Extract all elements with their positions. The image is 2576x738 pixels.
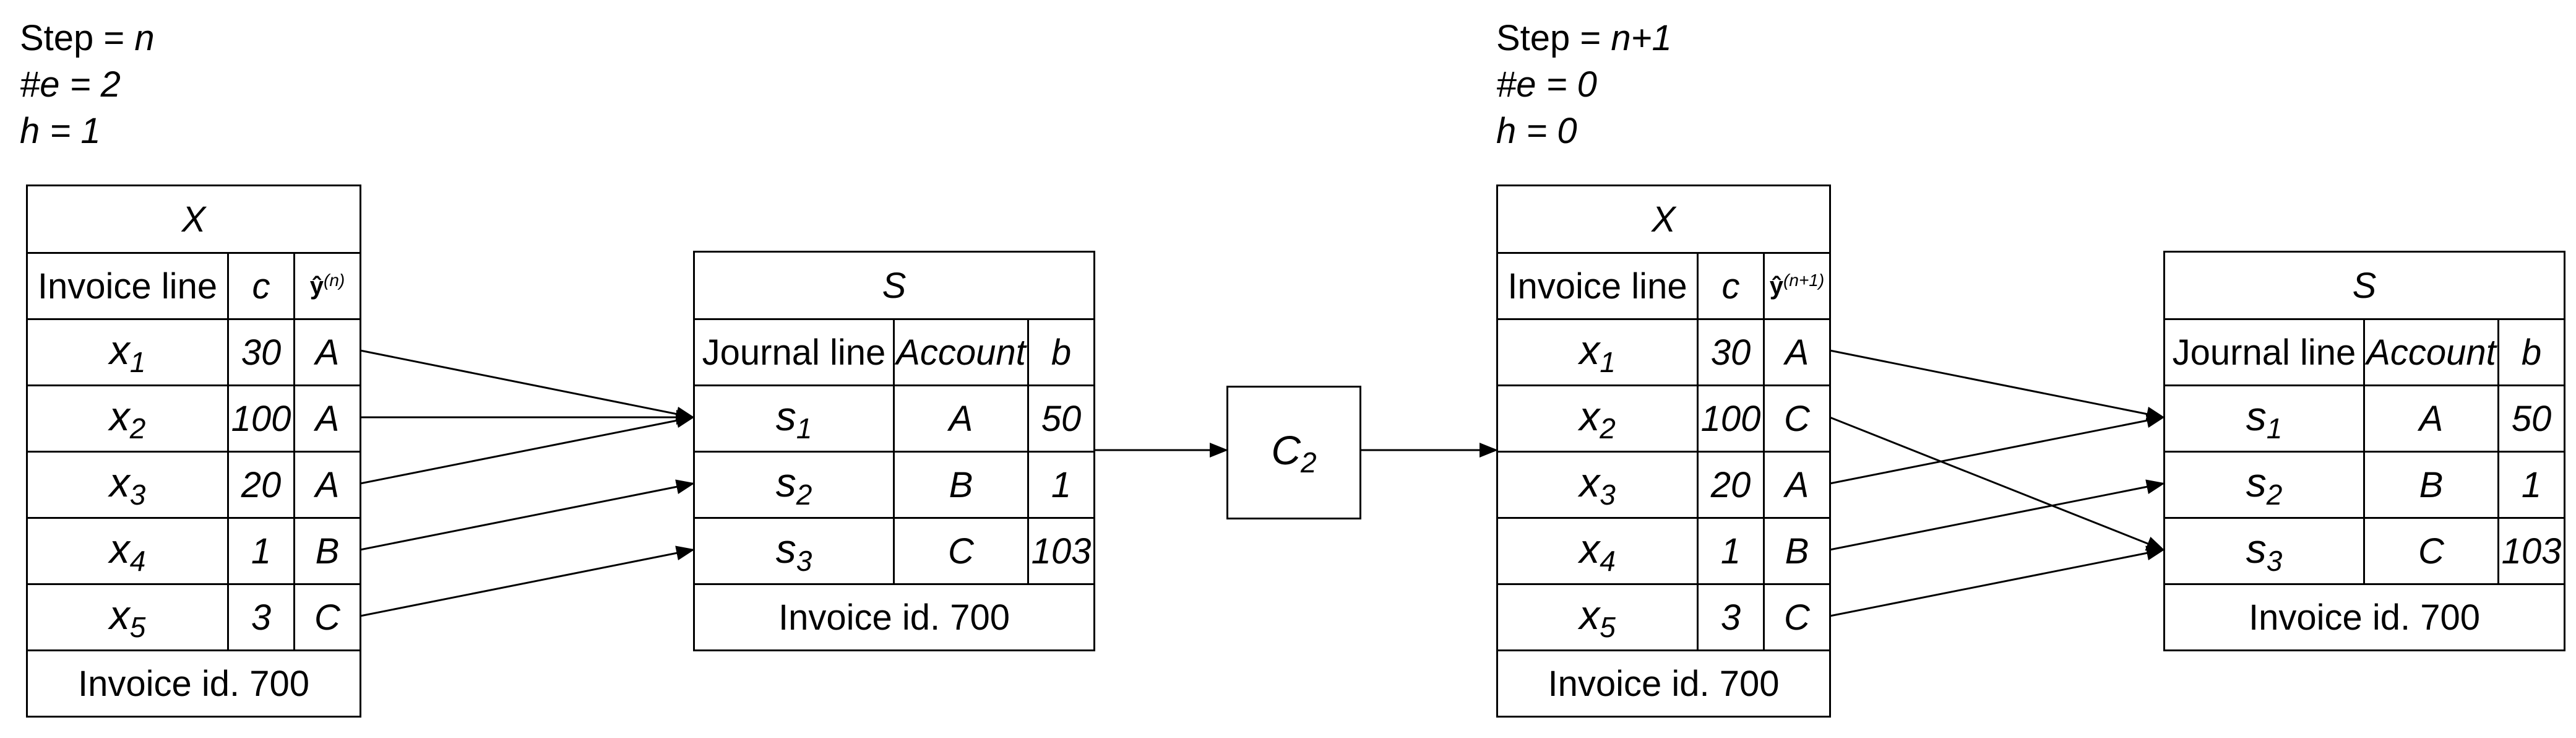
row-account: A xyxy=(2365,386,2499,453)
table-footer: Invoice id. 700 xyxy=(695,585,1095,651)
row-y: A xyxy=(1765,320,1831,386)
row-c: 3 xyxy=(1699,585,1765,651)
row-account: C xyxy=(895,519,1029,585)
edge-left-x1-s1 xyxy=(360,349,695,422)
left-x-table: X Invoice line c ŷ(n) x1 30 A x2 100 A x… xyxy=(26,184,361,718)
row-y: C xyxy=(1765,386,1831,453)
header-c: c xyxy=(1699,254,1765,320)
header-y-hat: ŷ(n) xyxy=(295,254,361,320)
row-b: 103 xyxy=(1029,519,1095,585)
row-c: 100 xyxy=(229,386,295,453)
row-c: 30 xyxy=(229,320,295,386)
edge-right-x4-s2 xyxy=(1829,479,2165,551)
header-journal-line: Journal line xyxy=(2165,320,2365,386)
row-var: s1 xyxy=(695,386,895,453)
c2-label: C2 xyxy=(1271,427,1317,479)
header-invoice-line: Invoice line xyxy=(28,254,229,320)
row-y: B xyxy=(295,519,361,585)
row-y: C xyxy=(295,585,361,651)
row-y: C xyxy=(1765,585,1831,651)
right-errors-line: #e = 0 xyxy=(1496,64,1597,105)
row-var: s2 xyxy=(2165,453,2365,519)
row-b: 50 xyxy=(2499,386,2565,453)
edge-right-x5-s3 xyxy=(1829,545,2165,617)
edge-right-x1-s1 xyxy=(1829,349,2165,422)
row-y: A xyxy=(295,386,361,453)
header-c: c xyxy=(229,254,295,320)
table-footer: Invoice id. 700 xyxy=(28,651,361,718)
header-invoice-line: Invoice line xyxy=(1498,254,1699,320)
row-var: x3 xyxy=(28,453,229,519)
right-s-table: S Journal line Account b s1 A 50 s2 B 1 … xyxy=(2163,251,2565,651)
row-account: A xyxy=(895,386,1029,453)
edge-right-x3-s1 xyxy=(1829,413,2165,485)
left-step-line: Step = n xyxy=(20,18,155,58)
row-account: B xyxy=(895,453,1029,519)
header-journal-line: Journal line xyxy=(695,320,895,386)
left-h-line: h = 1 xyxy=(20,111,101,151)
row-var: x1 xyxy=(1498,320,1699,386)
table-title: S xyxy=(2165,253,2565,320)
row-var: x2 xyxy=(1498,386,1699,453)
right-x-table: X Invoice line c ŷ(n+1) x1 30 A x2 100 C… xyxy=(1496,184,1831,718)
row-y: A xyxy=(295,320,361,386)
row-var: x5 xyxy=(1498,585,1699,651)
row-c: 30 xyxy=(1699,320,1765,386)
row-c: 100 xyxy=(1699,386,1765,453)
row-b: 103 xyxy=(2499,519,2565,585)
row-b: 1 xyxy=(2499,453,2565,519)
row-var: s1 xyxy=(2165,386,2365,453)
row-y: B xyxy=(1765,519,1831,585)
header-b: b xyxy=(2499,320,2565,386)
row-var: x4 xyxy=(28,519,229,585)
left-errors-line: #e = 2 xyxy=(20,64,121,105)
row-b: 1 xyxy=(1029,453,1095,519)
right-h-line: h = 0 xyxy=(1496,111,1577,151)
row-var: s2 xyxy=(695,453,895,519)
table-footer: Invoice id. 700 xyxy=(2165,585,2565,651)
right-step-line: Step = n+1 xyxy=(1496,18,1672,58)
edge-right-x2-s3 xyxy=(1829,416,2165,551)
row-c: 20 xyxy=(1699,453,1765,519)
left-s-table: S Journal line Account b s1 A 50 s2 B 1 … xyxy=(693,251,1095,651)
row-b: 50 xyxy=(1029,386,1095,453)
row-c: 1 xyxy=(229,519,295,585)
row-c: 1 xyxy=(1699,519,1765,585)
row-y: A xyxy=(295,453,361,519)
table-footer: Invoice id. 700 xyxy=(1498,651,1831,718)
row-var: x2 xyxy=(28,386,229,453)
header-account: Account xyxy=(895,320,1029,386)
header-b: b xyxy=(1029,320,1095,386)
row-y: A xyxy=(1765,453,1831,519)
left-step-info: Step = n #e = 2 h = 1 xyxy=(20,15,155,154)
row-c: 20 xyxy=(229,453,295,519)
table-title: X xyxy=(1498,186,1831,254)
row-var: x3 xyxy=(1498,453,1699,519)
row-c: 3 xyxy=(229,585,295,651)
right-step-info: Step = n+1 #e = 0 h = 0 xyxy=(1496,15,1672,154)
edge-left-x5-s3 xyxy=(360,545,695,617)
header-account: Account xyxy=(2365,320,2499,386)
row-var: x1 xyxy=(28,320,229,386)
edge-left-x4-s2 xyxy=(360,479,695,551)
row-var: x5 xyxy=(28,585,229,651)
table-title: S xyxy=(695,253,1095,320)
row-var: s3 xyxy=(695,519,895,585)
edge-left-x3-s1 xyxy=(360,413,695,485)
row-account: B xyxy=(2365,453,2499,519)
table-title: X xyxy=(28,186,361,254)
row-var: x4 xyxy=(1498,519,1699,585)
row-var: s3 xyxy=(2165,519,2365,585)
header-y-hat: ŷ(n+1) xyxy=(1765,254,1831,320)
row-account: C xyxy=(2365,519,2499,585)
